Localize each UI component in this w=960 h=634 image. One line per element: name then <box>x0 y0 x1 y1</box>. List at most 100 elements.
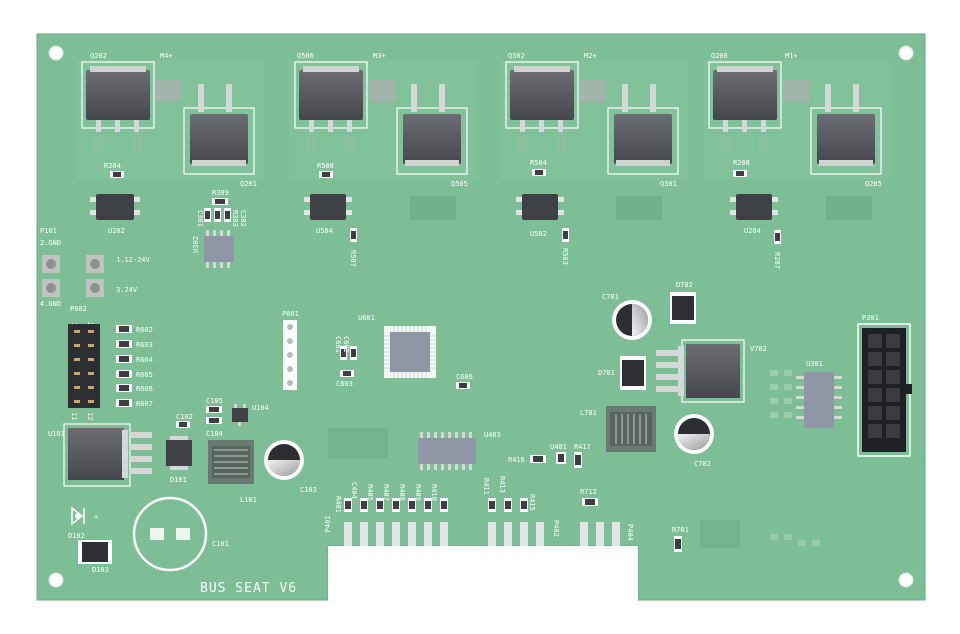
p404-ref: P404 <box>626 524 634 541</box>
resistor-ref: R503 <box>561 248 569 265</box>
mosfet-body <box>86 70 150 120</box>
driver-u502: U502 <box>516 194 564 238</box>
u302-ref: U302 <box>192 236 200 253</box>
mounting-holes <box>48 45 914 588</box>
u302-group: R309 C301 R303 C302 U302 <box>192 189 247 268</box>
p101-pin-label: 2.GND <box>40 239 61 247</box>
c105-ref: C105 <box>206 397 223 405</box>
p601-ref: P601 <box>282 310 299 318</box>
c103-ref: C103 <box>300 486 317 494</box>
p602-resistor-ref: R603 <box>136 341 153 349</box>
mosfet-body <box>190 114 248 164</box>
l701-ref: L701 <box>580 409 597 417</box>
mosfet-body <box>510 70 574 120</box>
mounting-hole-icon <box>48 45 64 61</box>
mosfet-body <box>817 114 875 164</box>
driver-ref: U202 <box>108 227 125 235</box>
p601-header: P601 <box>282 310 299 390</box>
d101-ref: D101 <box>170 476 187 484</box>
board-title: BUS SEAT V6 <box>200 581 297 596</box>
mosfet-top-ref: Q502 <box>508 52 525 60</box>
mosfet-body <box>614 114 672 164</box>
p602-pin-label: 12 <box>86 412 94 420</box>
p401-ref: P401 <box>324 516 332 533</box>
p602-resistor-ref: R602 <box>136 326 153 334</box>
p401-group: R401 C404 R405 R407 R408 R409 R410 R411 … <box>324 476 634 546</box>
mosfet-top-net: M1+ <box>785 52 798 60</box>
d103-ref: D103 <box>92 566 109 574</box>
resistor-ref: R208 <box>733 159 750 167</box>
driver-u202: U202 <box>90 194 140 235</box>
p401-resistor-ref: R401 <box>334 496 342 513</box>
u601-cap-ref: C602 <box>342 336 350 353</box>
resistor-ref: R508 <box>317 162 334 170</box>
ghost-footprints <box>410 196 872 220</box>
u601-mcu: U601 C601 C602 C603 C606 <box>334 314 473 389</box>
driver-u504: U504 <box>304 194 352 235</box>
p101-pin-label: 1.12-24V <box>116 256 151 264</box>
c302-ref: C302 <box>239 210 247 227</box>
resistor-ref: R507 <box>349 250 357 267</box>
r303-ref: R303 <box>231 210 239 227</box>
u104-ref: U104 <box>252 404 269 412</box>
p602-resistor-ref: R607 <box>136 400 153 408</box>
mosfet-block-3: Q502 M2+ Q501 R504 <box>500 52 688 188</box>
p401-resistor-ref: R413 <box>498 476 506 493</box>
r701-ref: R701 <box>672 526 689 534</box>
p401-resistor-ref: R407 <box>382 484 390 501</box>
mosfet-block-2: Q506 M3+ Q505 R508 <box>289 52 477 188</box>
p401-resistor-ref: R405 <box>366 484 374 501</box>
mosfet-top-net: M2+ <box>584 52 597 60</box>
mosfet-body <box>403 114 461 164</box>
p101-pin-label: 3.24V <box>116 286 138 294</box>
mosfet-top-ref: Q506 <box>297 52 314 60</box>
mounting-hole-icon <box>48 572 64 588</box>
mosfet-bottom-ref: Q205 <box>865 180 882 188</box>
u401-ref: U401 <box>550 443 567 451</box>
u101-ref: U101 <box>48 430 65 438</box>
c101-ref: C101 <box>212 540 229 548</box>
mosfet-top-ref: Q206 <box>711 52 728 60</box>
p602-ref: P602 <box>70 305 87 313</box>
driver-ref: U204 <box>744 227 761 235</box>
u403-group: U403 U401 R416 R417 <box>328 428 591 470</box>
d702-ref: D702 <box>676 281 693 289</box>
p401-resistor-ref: C404 <box>350 482 358 499</box>
mosfet-top-net: M4+ <box>160 52 173 60</box>
p602-resistor-ref: R604 <box>136 356 153 364</box>
mosfet-bottom-ref: Q501 <box>660 180 677 188</box>
l101-ref: L101 <box>240 496 257 504</box>
p602-resistor-ref: R606 <box>136 385 153 393</box>
u601-ref: U601 <box>358 314 375 322</box>
u601-cap-ref: C601 <box>334 336 342 353</box>
svg-text:+: + <box>94 513 98 521</box>
p101-pin-label: 4.GND <box>40 300 61 308</box>
p101-ref: P101 <box>40 227 57 235</box>
p602-pin-label: 11 <box>70 412 78 420</box>
p602-header: P602 1 2 11 12 R602 R603 R604 R605 R606 <box>68 305 153 420</box>
p101-connector: P101 2.GND 1.12-24V 4.GND 3.24V <box>40 227 151 308</box>
d102-ref: D102 <box>68 532 85 540</box>
p401-resistor-ref: R410 <box>430 484 438 501</box>
r309-ref: R309 <box>212 189 229 197</box>
d701-ref: D701 <box>598 369 615 377</box>
u301-ref: U301 <box>806 360 823 368</box>
u101-group: U101 C102 C105 C104 U104 D101 L101 C103 … <box>48 397 317 574</box>
driver-ref: U504 <box>316 227 333 235</box>
mosfet-block-1: Q202 M4+ Q201 R204 <box>76 52 264 188</box>
board-cutout <box>328 546 638 600</box>
resistor-ref: R504 <box>530 159 547 167</box>
mounting-hole-icon <box>898 572 914 588</box>
driver-u204: U204 <box>730 194 778 235</box>
power-group: C701 D702 D701 V702 L701 C702 R701 <box>580 281 820 552</box>
p301-group: U301 P301 <box>770 314 912 457</box>
mosfet-bottom-ref: Q201 <box>240 180 257 188</box>
c702-ref: C702 <box>694 460 711 468</box>
mosfet-top-ref: Q202 <box>90 52 107 60</box>
resistor-ref: R207 <box>773 252 781 269</box>
v702-ref: V702 <box>750 345 767 353</box>
p401-resistor-ref: R415 <box>528 494 536 511</box>
mosfet-body <box>713 70 777 120</box>
c301-ref: C301 <box>196 210 204 227</box>
